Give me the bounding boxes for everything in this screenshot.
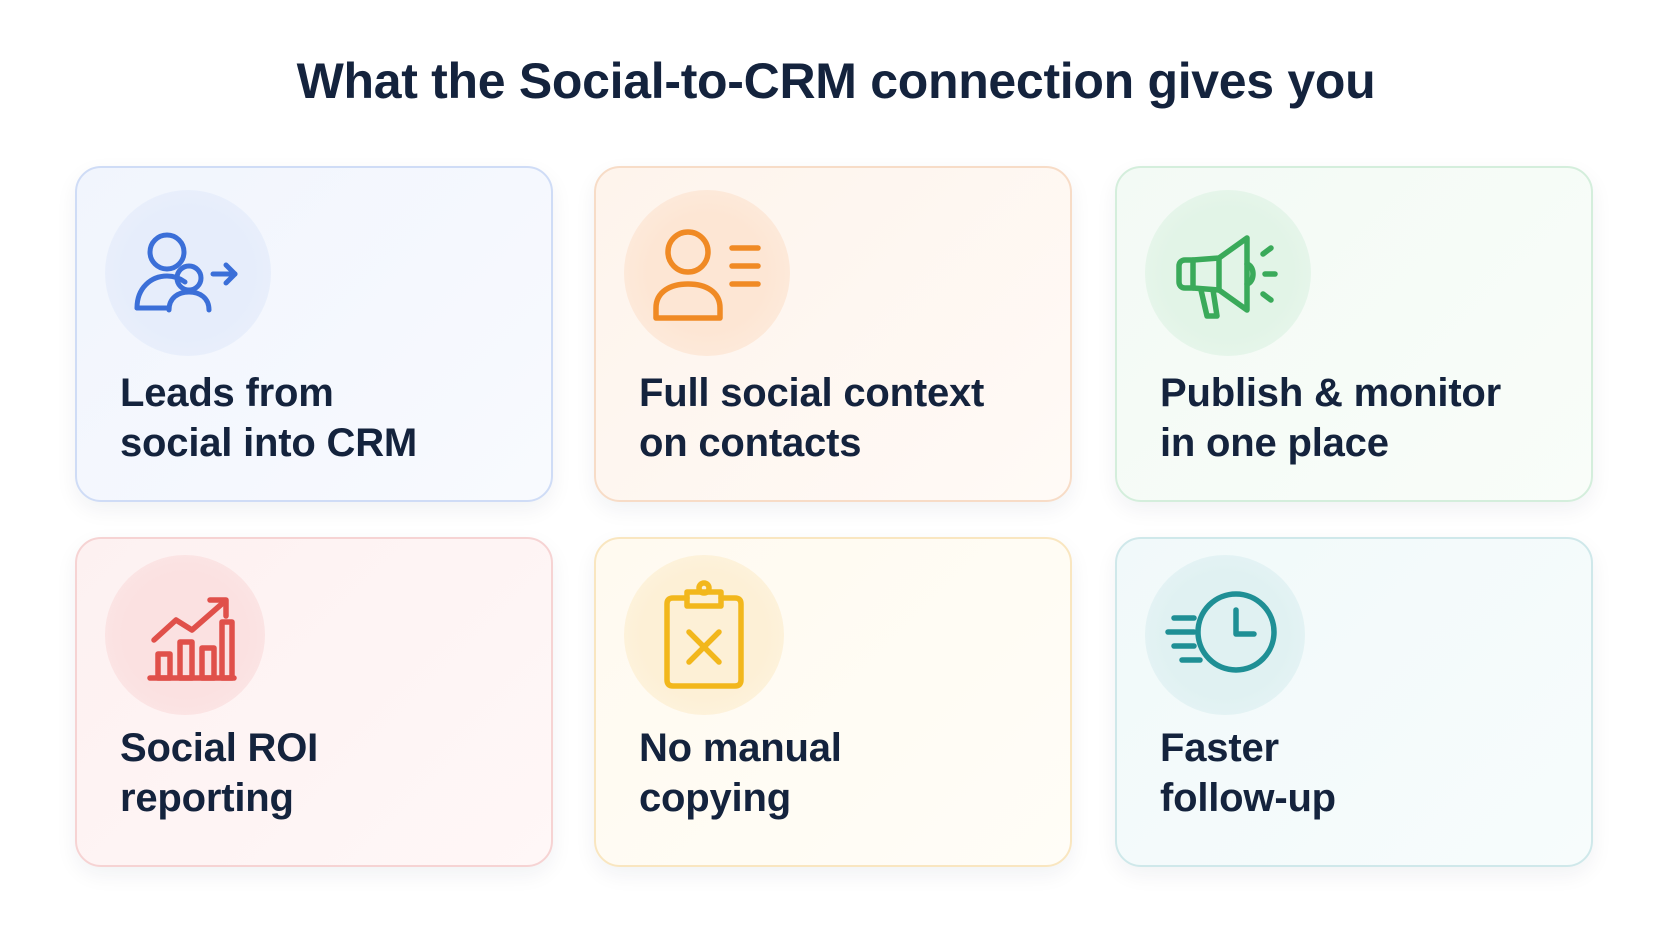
benefit-card-follow-up: Faster follow-up (1115, 537, 1593, 867)
benefit-card-publish: Publish & monitor in one place (1115, 166, 1593, 502)
page-title: What the Social-to-CRM connection gives … (296, 53, 1376, 109)
benefit-card-roi: Social ROI reporting (75, 537, 553, 867)
benefit-card-no-copy: No manual copying (594, 537, 1072, 867)
benefit-card-leads: Leads from social into CRM (75, 166, 553, 502)
benefit-label: Social ROI reporting (120, 726, 319, 820)
user-transfer-icon (105, 190, 271, 356)
benefit-label: Publish & monitor in one place (1160, 371, 1502, 465)
benefit-label: Faster follow-up (1160, 726, 1336, 820)
fast-clock-icon (1145, 555, 1305, 715)
benefit-label: Full social context on contacts (639, 371, 985, 465)
contact-card-icon (624, 190, 790, 356)
benefit-card-context: Full social context on contacts (594, 166, 1072, 502)
benefit-label: No manual copying (639, 726, 842, 820)
clipboard-x-icon (624, 555, 784, 715)
megaphone-icon (1145, 190, 1311, 356)
benefit-label: Leads from social into CRM (120, 371, 418, 465)
growth-chart-icon (105, 555, 265, 715)
